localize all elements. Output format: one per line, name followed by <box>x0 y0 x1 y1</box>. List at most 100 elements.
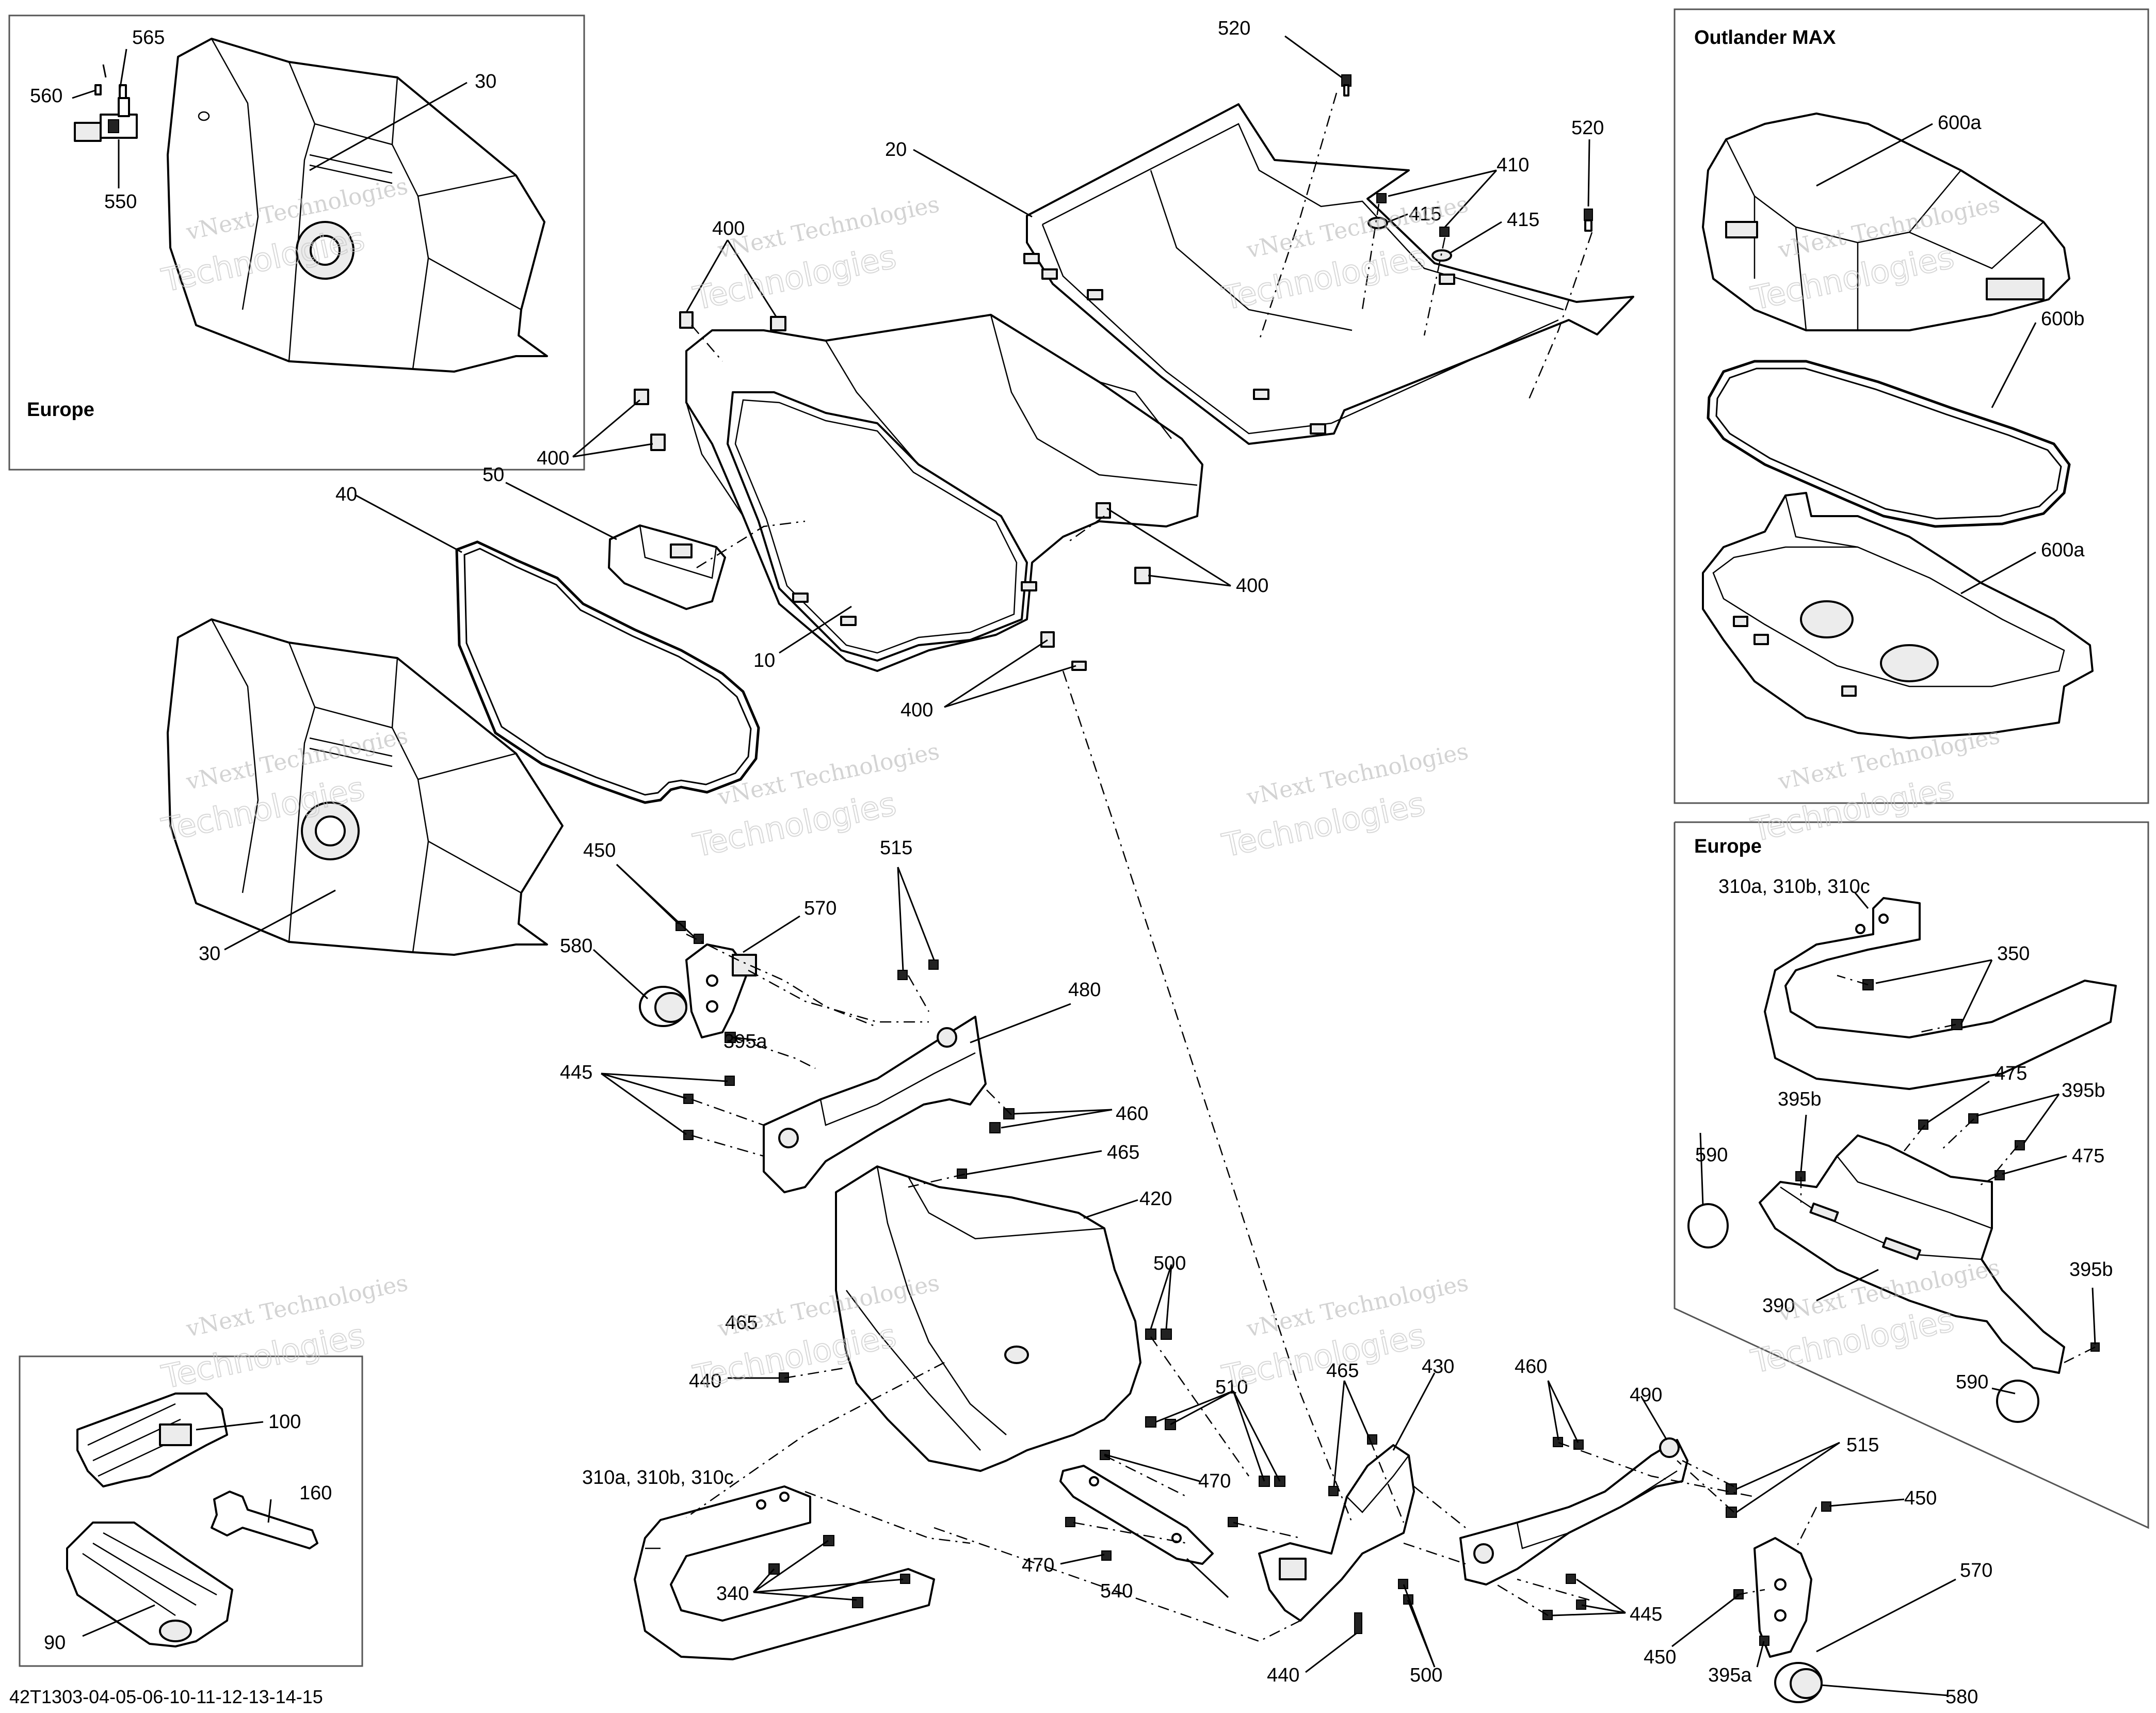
label-395a-left: 395a <box>723 1031 767 1052</box>
label-30-left: 30 <box>199 943 220 965</box>
center-lines <box>686 92 2096 1642</box>
label-395b-upper-left: 395b <box>1778 1088 1822 1110</box>
label-465-lower: 465 <box>725 1312 758 1334</box>
inset-box-tools <box>19 1355 363 1667</box>
fasteners-520-410-415 <box>1341 74 1593 262</box>
part-30-lid-europe <box>167 38 548 373</box>
label-310-right: 310a, 310b, 310c <box>1718 876 1870 898</box>
label-415-right: 415 <box>1507 209 1539 231</box>
label-510: 510 <box>1215 1376 1248 1398</box>
label-520-top: 520 <box>1218 18 1250 39</box>
inset-title-outlander: Outlander MAX <box>1694 27 1836 49</box>
drawing-code: 42T1303-04-05-06-10-11-12-13-14-15 <box>9 1686 323 1707</box>
part-10-storage-box <box>685 314 1203 672</box>
part-550-lock-cylinder <box>74 84 138 142</box>
label-30-top: 30 <box>475 71 496 92</box>
label-440-left: 440 <box>689 1370 721 1392</box>
label-10: 10 <box>753 650 775 671</box>
label-480: 480 <box>1068 979 1101 1001</box>
part-390-bracket-europe <box>1759 1134 2065 1374</box>
label-580-right: 580 <box>1945 1686 1978 1708</box>
label-550: 550 <box>104 191 137 213</box>
label-50: 50 <box>482 464 504 486</box>
label-460-left: 460 <box>1116 1103 1148 1125</box>
label-500-lower: 500 <box>1410 1664 1442 1686</box>
part-600a-box-max <box>1702 492 2094 739</box>
part-310-rack-tube <box>634 1485 935 1660</box>
inset-title-europe-top: Europe <box>27 399 94 421</box>
part-580-cap-left <box>639 986 687 1027</box>
label-90: 90 <box>44 1632 66 1654</box>
part-90-tool-kit <box>66 1522 233 1647</box>
label-515-right: 515 <box>1846 1434 1879 1456</box>
label-600b: 600b <box>2041 308 2085 330</box>
part-490-crossmember <box>1459 1437 1688 1586</box>
label-160: 160 <box>299 1482 332 1504</box>
inset-title-europe-right: Europe <box>1694 836 1762 857</box>
label-570-right: 570 <box>1960 1560 1992 1581</box>
label-570-left: 570 <box>804 898 836 919</box>
part-590-caps-europe <box>1687 1203 2039 1423</box>
part-430-bracket <box>1258 1444 1415 1622</box>
part-50-latch <box>608 524 726 610</box>
inset-box-outlander-max <box>1674 8 2149 804</box>
label-475-upper: 475 <box>1994 1063 2027 1084</box>
label-395b-upper-right: 395b <box>2062 1080 2105 1101</box>
label-395a-right: 395a <box>1708 1664 1752 1686</box>
label-460-right: 460 <box>1515 1356 1547 1378</box>
label-415-left: 415 <box>1409 203 1441 225</box>
part-540-plate <box>1059 1465 1214 1565</box>
callout-labels: 565 560 30 550 520 520 20 410 415 415 40… <box>30 18 2113 1708</box>
label-100: 100 <box>268 1411 301 1433</box>
label-400-right: 400 <box>1236 575 1268 597</box>
part-40-seal <box>455 540 760 804</box>
label-400-bottom: 400 <box>900 699 933 721</box>
label-400-top: 400 <box>712 218 745 239</box>
part-600a-lid-max <box>1702 113 2070 331</box>
label-395b-lower: 395b <box>2069 1259 2113 1280</box>
part-420-fender <box>835 1165 1141 1472</box>
label-500-upper: 500 <box>1153 1253 1186 1274</box>
part-310-rack-tube-europe <box>1764 897 2117 1090</box>
label-445-right: 445 <box>1630 1604 1662 1625</box>
label-600a-top: 600a <box>1938 112 1982 134</box>
label-490: 490 <box>1630 1384 1662 1406</box>
label-600a-bottom: 600a <box>2041 539 2085 561</box>
label-465-upper: 465 <box>1107 1142 1139 1163</box>
label-400-left: 400 <box>537 447 569 469</box>
part-570-bracket-left <box>685 943 757 1038</box>
label-340: 340 <box>716 1583 749 1605</box>
label-475-lower: 475 <box>2072 1145 2104 1167</box>
label-515-left: 515 <box>880 837 912 859</box>
inset-box-europe-rack <box>1674 821 2149 1529</box>
label-560: 560 <box>30 85 62 107</box>
part-600b-seal-max <box>1707 360 2071 528</box>
part-480-crossmember <box>763 1016 987 1193</box>
label-590-lower: 590 <box>1956 1371 1988 1393</box>
label-590-upper: 590 <box>1695 1144 1728 1166</box>
label-450-lower-right: 450 <box>1644 1646 1676 1668</box>
leader-lines <box>72 35 2096 1696</box>
part-30-lid <box>167 618 564 956</box>
label-445-left: 445 <box>560 1062 592 1083</box>
label-350: 350 <box>1997 943 2030 965</box>
label-520-right: 520 <box>1571 117 1604 139</box>
part-100-tool-pouch <box>76 1392 228 1487</box>
label-20: 20 <box>885 139 907 161</box>
part-570-bracket-right <box>1753 1537 1812 1658</box>
label-565: 565 <box>132 27 165 49</box>
label-470-upper: 470 <box>1198 1470 1231 1492</box>
label-420: 420 <box>1139 1188 1172 1210</box>
label-390: 390 <box>1762 1295 1795 1317</box>
hardware-europe <box>1795 979 2100 1352</box>
label-465-right: 465 <box>1326 1360 1359 1382</box>
label-430: 430 <box>1422 1356 1454 1378</box>
label-450-upper-right: 450 <box>1904 1487 1937 1509</box>
part-20-cover-panel <box>1023 103 1634 445</box>
clips-400 <box>634 311 1151 671</box>
label-470-lower: 470 <box>1022 1555 1054 1576</box>
label-440-bottom: 440 <box>1267 1664 1299 1686</box>
part-160-wrench <box>211 1491 318 1549</box>
label-540: 540 <box>1100 1580 1133 1602</box>
